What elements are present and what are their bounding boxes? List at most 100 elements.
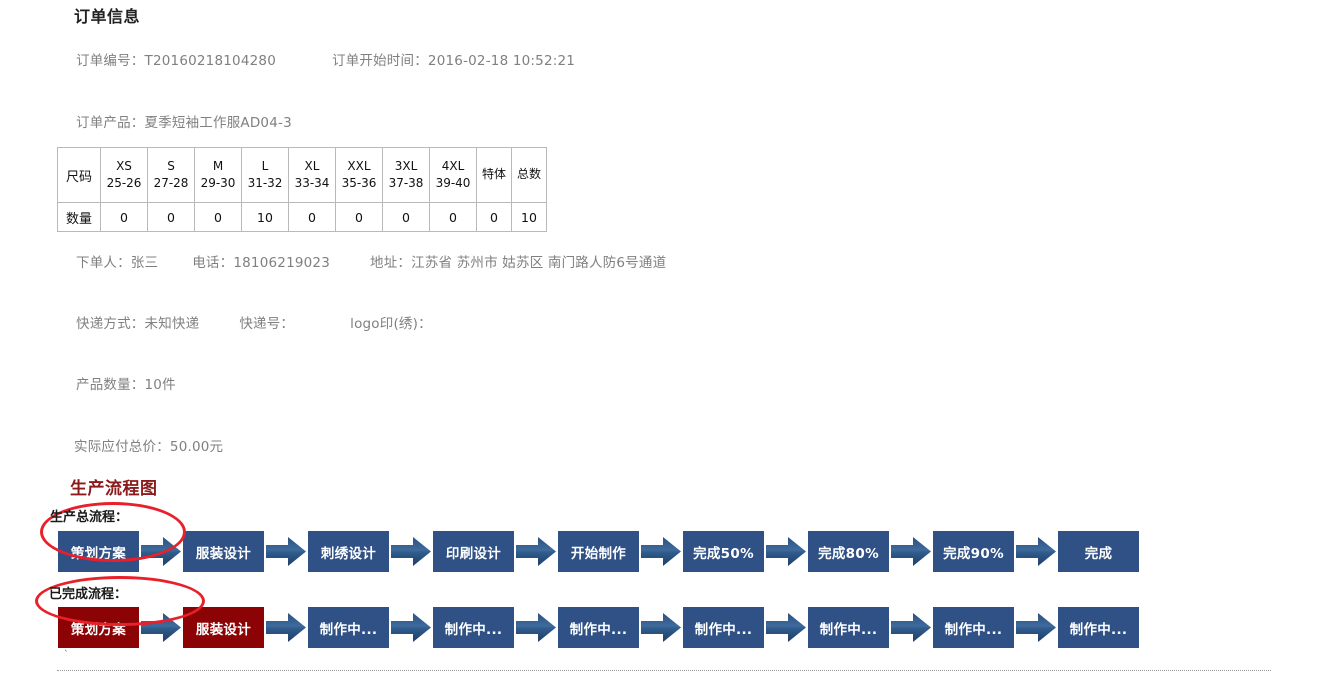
phone-label: 电话： [192,255,234,271]
quantity-row-label: 数量 [57,202,101,232]
page-title: 订单信息 [74,7,141,26]
flow-total-label: 生产总流程： [50,510,129,525]
flow-arrow-icon [516,537,556,566]
order-start-time-value: 2016-02-18 10:52:21 [427,53,576,69]
flow-arrow-icon [141,537,181,566]
flow-done-step-6[interactable]: 制作中... [683,607,764,648]
order-number-label: 订单编号： [76,53,145,69]
phone-value: 18106219023 [233,255,331,271]
flow-arrow-icon [891,537,931,566]
flow-total-step-1[interactable]: 策划方案 [58,531,139,572]
flow-total-step-4[interactable]: 印刷设计 [433,531,514,572]
size-range: 31-32 [247,176,283,190]
flow-done-step-9[interactable]: 制作中... [1058,607,1139,648]
product-quantity-value: 10件 [144,377,176,393]
flow-row-completed-process: 策划方案 服装设计 制作中... 制作中... 制作中... 制作中... 制作中... 制作… [58,607,1139,648]
express-row: 快递方式：未知快递 快递号： logo印(绣)： [76,312,432,332]
flow-step-label: 完成 [1084,545,1113,562]
quantity-4xl: 0 [429,202,477,232]
flow-total-step-2[interactable]: 服装设计 [183,531,264,572]
size-name: 3XL [394,158,418,173]
size-name: XXL [347,158,371,173]
address-value: 江苏省 苏州市 姑苏区 南门路人防6号通道 [411,255,667,271]
flow-step-label: 印刷设计 [445,545,502,562]
size-range: 25-26 [106,176,142,190]
flow-arrow-icon [516,613,556,642]
size-range: 35-36 [341,176,377,190]
flow-step-label: 完成80% [818,545,879,562]
flow-arrow-icon [641,537,681,566]
flow-step-label: 服装设计 [195,545,252,562]
flow-row-total-process: 策划方案 服装设计 刺绣设计 印刷设计 开始制作 完成50% 完成80% 完成90% 完成 [58,531,1139,572]
size-name: L [261,158,269,173]
quantity-3xl: 0 [382,202,430,232]
size-range: 33-34 [294,176,330,190]
flow-arrow-icon [266,537,306,566]
flow-done-step-5[interactable]: 制作中... [558,607,639,648]
size-header-l: L 31-32 [241,147,289,203]
flow-arrow-icon [766,537,806,566]
quantity-s: 0 [147,202,195,232]
flow-arrow-icon [766,613,806,642]
flow-step-label: 制作中... [319,621,378,638]
flow-total-step-8[interactable]: 完成90% [933,531,1014,572]
product-quantity-row: 产品数量：10件 [76,373,176,393]
flow-step-label: 开始制作 [570,545,627,562]
orderer-value: 张三 [130,255,159,271]
flow-step-label: 制作中... [444,621,503,638]
flow-total-step-9[interactable]: 完成 [1058,531,1139,572]
flow-step-label: 制作中... [569,621,628,638]
flow-step-label: 完成90% [943,545,1004,562]
express-number-label: 快递号： [239,316,295,332]
logo-print-label: logo印(绣)： [350,316,432,332]
address-label: 地址： [370,255,412,271]
express-method-value: 未知快递 [144,316,200,332]
flow-total-step-6[interactable]: 完成50% [683,531,764,572]
flow-total-step-3[interactable]: 刺绣设计 [308,531,389,572]
size-header-m: M 29-30 [194,147,242,203]
size-name: S [167,158,175,173]
flow-done-step-8[interactable]: 制作中... [933,607,1014,648]
table-row-sizes: 尺码 XS 25-26 S 27-28 M 29-30 L 31-32 XL 3… [57,147,547,203]
flow-done-step-3[interactable]: 制作中... [308,607,389,648]
product-quantity-label: 产品数量： [76,377,145,393]
size-row-label: 尺码 [57,147,101,203]
order-product-value: 夏季短袖工作服AD04-3 [144,115,292,131]
size-name: 4XL [441,158,465,173]
flow-total-step-5[interactable]: 开始制作 [558,531,639,572]
quantity-m: 0 [194,202,242,232]
flow-done-step-7[interactable]: 制作中... [808,607,889,648]
size-header-s: S 27-28 [147,147,195,203]
size-header-4xl: 4XL 39-40 [429,147,477,203]
flow-step-label: 策划方案 [70,621,127,638]
flow-step-label: 制作中... [819,621,878,638]
total-price-row: 实际应付总价：50.00元 [74,435,223,455]
size-name: XL [304,158,320,173]
size-range: 29-30 [200,176,236,190]
order-start-time-label: 订单开始时间： [332,53,428,69]
flow-step-label: 服装设计 [195,621,252,638]
flow-done-step-1[interactable]: 策划方案 [58,607,139,648]
flow-arrow-icon [391,537,431,566]
flow-done-step-4[interactable]: 制作中... [433,607,514,648]
flow-done-step-2[interactable]: 服装设计 [183,607,264,648]
size-header-xxl: XXL 35-36 [335,147,383,203]
express-method-label: 快递方式： [76,316,145,332]
table-row-quantities: 数量 0 0 0 10 0 0 0 0 0 10 [57,202,547,232]
flow-step-label: 制作中... [1069,621,1128,638]
flow-arrow-icon [391,613,431,642]
size-header-total: 总数 [511,147,547,203]
size-name: XS [116,158,132,173]
quantity-special: 0 [476,202,512,232]
flow-arrow-icon [1016,537,1056,566]
quantity-xs: 0 [100,202,148,232]
size-range: 27-28 [153,176,189,190]
flow-done-label: 已完成流程： [49,587,128,602]
flow-total-step-7[interactable]: 完成80% [808,531,889,572]
flow-arrow-icon [1016,613,1056,642]
size-range: 37-38 [388,176,424,190]
size-name: M [212,158,224,173]
flow-step-label: 完成50% [693,545,754,562]
